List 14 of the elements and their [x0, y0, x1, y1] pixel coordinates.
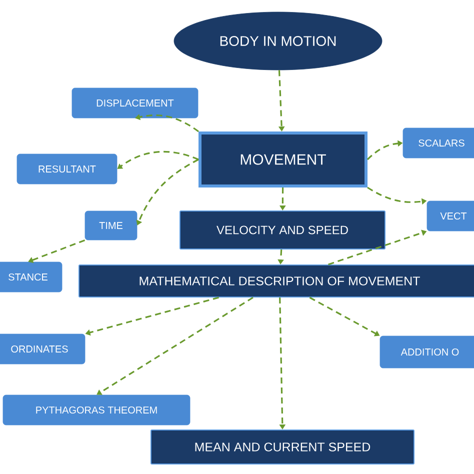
term-box: TIME	[84, 210, 138, 240]
term-box: ORDINATES	[0, 334, 86, 364]
concept-box: MEAN AND CURRENT SPEED	[150, 430, 414, 464]
arrow	[96, 296, 254, 395]
concept-box: VELOCITY AND SPEED	[180, 210, 386, 250]
term-box: STANCE	[0, 262, 62, 292]
concept-box: MATHEMATICAL DESCRIPTION OF MOVEMENT	[78, 264, 474, 298]
term-box: PYTHAGORAS THEOREM	[2, 394, 190, 426]
term-box: RESULTANT	[16, 154, 118, 184]
term-box: VECT	[426, 200, 474, 232]
concept-box: MOVEMENT	[198, 132, 368, 188]
term-box: SCALARS	[402, 128, 474, 158]
term-box: DISPLACEMENT	[72, 88, 198, 118]
term-box: ADDITION O	[380, 336, 474, 368]
